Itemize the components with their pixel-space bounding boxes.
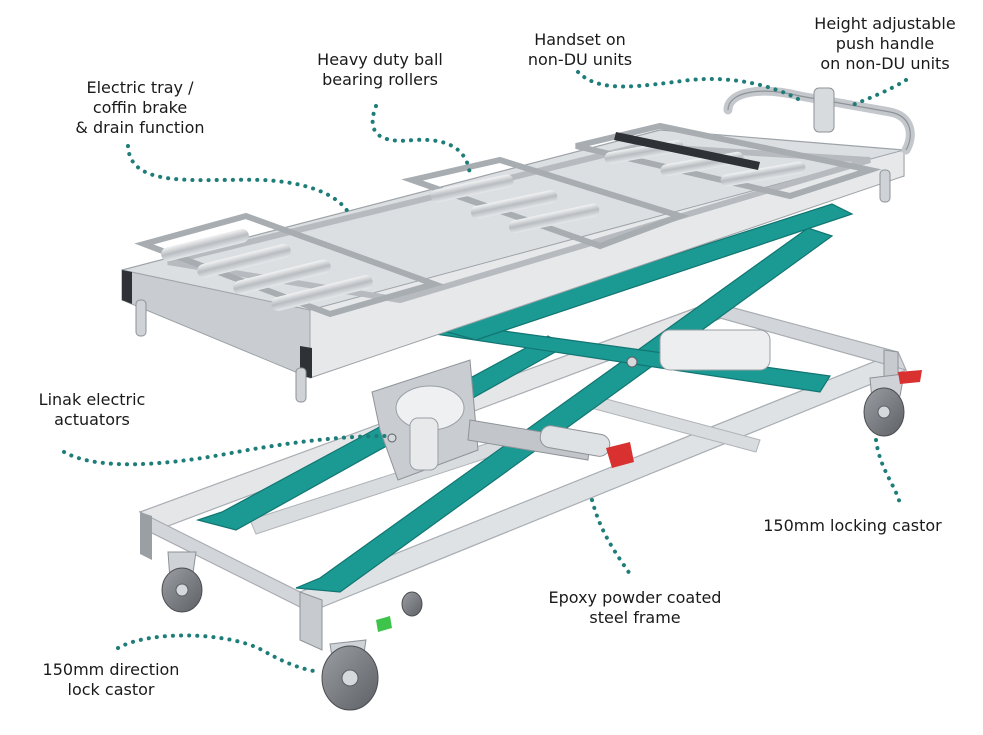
callout-tray-brake: Electric tray / coffin brake & drain fun… [40,78,240,138]
actuator-assembly [371,329,771,481]
roller-section-rear [575,122,882,200]
callout-line: Height adjustable [814,14,956,33]
castor-direction-lock [321,616,392,711]
callout-line: Heavy duty ball [317,50,443,69]
leader-handle [848,78,908,108]
leader-direction-castor [116,633,322,674]
callout-line: Epoxy powder coated [548,588,722,607]
push-handle [723,86,915,155]
callout-rollers: Heavy duty ball bearing rollers [290,50,470,90]
callout-line: Linak electric [38,390,146,409]
callout-line: 150mm direction [42,660,180,679]
roller-section-front [134,212,444,318]
callout-actuators: Linak electric actuators [12,390,172,430]
callout-line: coffin brake [92,98,188,117]
callout-handset: Handset on non-DU units [500,30,660,70]
leader-actuators [62,434,388,467]
callout-line: on non-DU units [820,54,950,73]
leader-rollers [370,104,472,178]
callout-line: Handset on [534,30,626,49]
top-tray-frame [121,129,905,403]
callout-line: Electric tray / [86,78,194,97]
leader-locking-castor [874,438,902,506]
leader-frame [590,498,632,576]
callout-line: actuators [54,410,130,429]
leader-handset [576,70,802,102]
callout-line: non-DU units [527,50,633,69]
castor-rear-left [401,591,423,617]
callout-line: steel frame [589,608,681,627]
callout-handle: Height adjustable push handle on non-DU … [790,14,980,74]
leader-tray-brake [126,144,350,214]
scissor-lift [195,203,854,593]
callout-direction-castor: 150mm direction lock castor [26,660,196,700]
callout-locking-castor: 150mm locking castor [750,516,955,536]
callout-line: push handle [835,34,935,53]
castor-locking [863,370,922,437]
callout-line: lock castor [67,680,155,699]
callout-line: bearing rollers [322,70,438,89]
roller-section-middle [401,156,690,250]
castor-front-left [161,551,203,613]
callout-line: & drain function [75,118,205,137]
callout-frame: Epoxy powder coated steel frame [530,588,740,628]
callout-line: 150mm locking castor [763,516,942,535]
